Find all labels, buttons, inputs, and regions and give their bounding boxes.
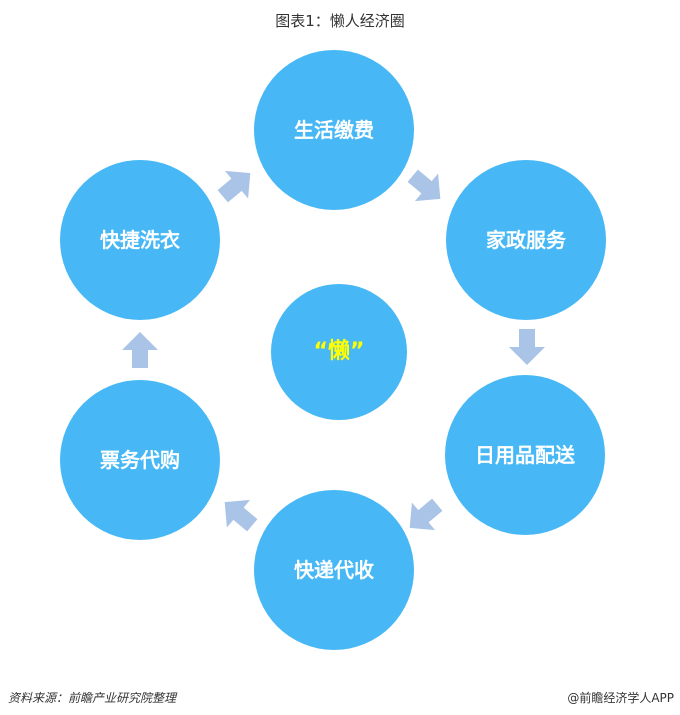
node-housekeeping: 家政服务 — [446, 160, 606, 320]
node-daily-delivery: 日用品配送 — [445, 375, 605, 535]
arrow-icon — [224, 499, 258, 532]
node-ticket-agent: 票务代购 — [60, 380, 220, 540]
node-life-payment: 生活缴费 — [254, 50, 414, 210]
source-note: 资料来源：前瞻产业研究院整理 — [8, 691, 177, 705]
chart-title: 图表1：懒人经济圈 — [275, 12, 405, 30]
arrow-icon — [509, 329, 545, 365]
credit: @前瞻经济学人APP — [567, 691, 674, 705]
arrow-icon — [409, 498, 443, 531]
arrow-icon — [217, 170, 251, 203]
center-node: “懒” — [271, 284, 407, 420]
node-laundry: 快捷洗衣 — [60, 160, 220, 320]
arrow-icon — [122, 332, 158, 368]
node-express-pickup: 快递代收 — [254, 490, 414, 650]
arrow-icon — [407, 169, 441, 202]
